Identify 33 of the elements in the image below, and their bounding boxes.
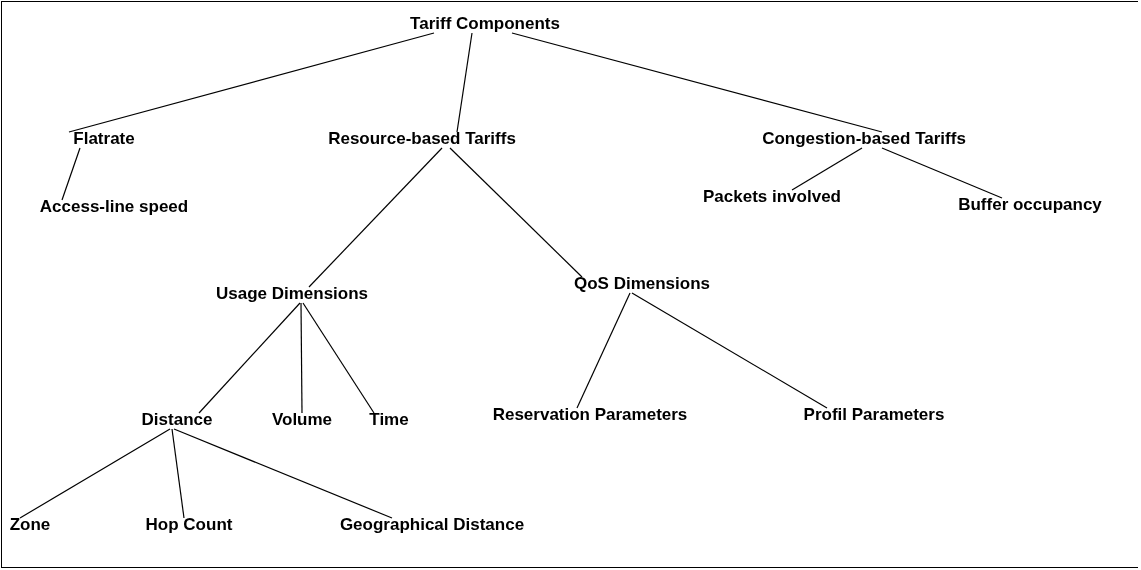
- tree-node-label: Time: [369, 410, 409, 430]
- tree-node-label: Resource-based Tariffs: [328, 129, 516, 149]
- connector-line: [449, 147, 583, 278]
- tree-node-label: Volume: [271, 410, 333, 430]
- connector-line: [173, 428, 393, 519]
- tree-node-label: Profil Parameters: [803, 405, 945, 425]
- tree-node-label: Distance: [141, 410, 213, 430]
- connector-line: [631, 292, 828, 409]
- connector-line: [511, 32, 883, 133]
- tree-node-label: Tariff Components: [410, 14, 560, 34]
- connector-line: [68, 32, 435, 133]
- connector-line: [576, 292, 631, 409]
- tree-node-label: Usage Dimensions: [215, 284, 369, 304]
- connector-line: [61, 147, 81, 201]
- connector-line: [171, 428, 185, 519]
- tree-node-label: Hop Count: [145, 515, 233, 535]
- connector-line: [198, 302, 301, 414]
- tree-node-label: Access-line speed: [39, 197, 189, 217]
- tree-node-label: Geographical Distance: [339, 515, 525, 535]
- tree-node-label: Zone: [9, 515, 51, 535]
- connector-line: [19, 428, 171, 519]
- tree-node-label: Buffer occupancy: [958, 195, 1102, 215]
- connector-line: [791, 147, 863, 191]
- connector-line: [300, 302, 303, 414]
- tree-node-label: Reservation Parameters: [492, 405, 688, 425]
- connector-line: [881, 147, 1003, 199]
- tree-node-label: Flatrate: [73, 129, 135, 149]
- tree-node-label: Congestion-based Tariffs: [762, 129, 966, 149]
- tree-node-label: QoS Dimensions: [574, 274, 710, 294]
- tree-node-label: Packets involved: [703, 187, 841, 207]
- connector-line: [308, 147, 443, 288]
- connector-line: [302, 302, 375, 414]
- connector-line: [456, 32, 473, 133]
